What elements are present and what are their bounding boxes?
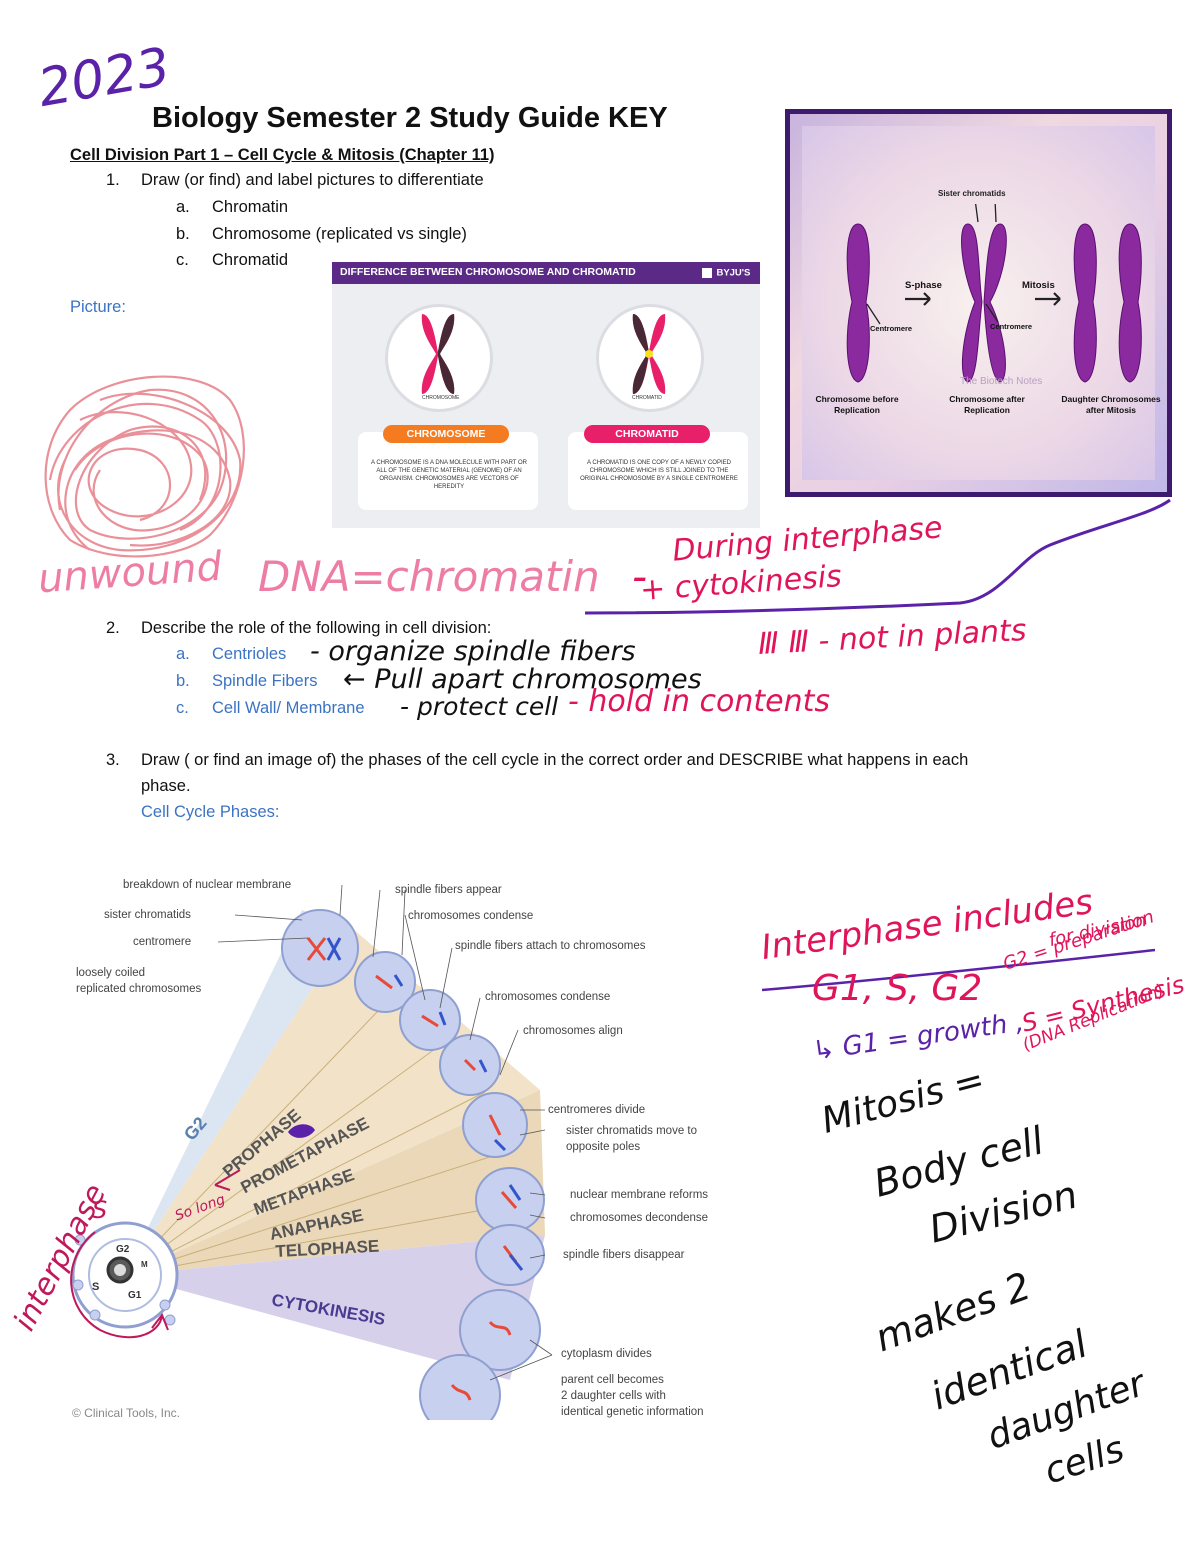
figure-banner-title: DIFFERENCE BETWEEN CHROMOSOME AND CHROMA…: [340, 266, 636, 278]
label-sister-chromatids: sister chromatids: [104, 909, 191, 921]
q1-text: Draw (or find) and label pictures to dif…: [141, 171, 484, 189]
hand-dash: -: [632, 552, 648, 601]
label-centromere: centromere: [133, 936, 192, 948]
q2-item-a: Centrioles: [212, 645, 287, 663]
q1-item-b-letter: b.: [176, 225, 190, 243]
label-cytoplasm-divides: cytoplasm divides: [561, 1348, 652, 1360]
picture-label: Picture:: [70, 298, 126, 316]
cycle-g2: G2: [116, 1244, 130, 1255]
label-centromeres-divide: centromeres divide: [548, 1104, 646, 1116]
section-heading: Cell Division Part 1 – Cell Cycle & Mito…: [70, 146, 495, 164]
q1-item-a: Chromatin: [212, 198, 289, 216]
q2-answer-a: - organize spindle fibers: [310, 636, 636, 667]
replication-figure: Sister chromatids S-phase Mitosis Centro…: [785, 109, 1172, 497]
chromosome-circle: [385, 304, 493, 412]
copyright: © Clinical Tools, Inc.: [72, 1406, 180, 1420]
cycle-s: S: [92, 1281, 100, 1293]
chromatid-icon: [632, 314, 666, 394]
figure-banner: DIFFERENCE BETWEEN CHROMOSOME AND CHROMA…: [332, 262, 760, 284]
q1-item-b: Chromosome (replicated vs single): [212, 225, 467, 243]
note-mitosis-eq: Mitosis =: [817, 1059, 989, 1142]
cycle-m: M: [141, 1260, 148, 1269]
note-g1sg2: G1, S, G2: [812, 968, 983, 1009]
label-chromosomes-condense-2: chromosomes condense: [485, 991, 611, 1003]
chromatin-scribble: [44, 375, 245, 558]
q2-item-c: Cell Wall/ Membrane: [212, 699, 365, 717]
q2-answer-c2: - hold in contents: [568, 684, 831, 719]
chromosome-pill: CHROMOSOME: [383, 425, 509, 443]
note-cells: cells: [1039, 1428, 1130, 1493]
caption-after: Chromosome after Replication: [949, 394, 1025, 415]
cycle-g1: G1: [128, 1290, 142, 1301]
label-two-daughter-cells: 2 daughter cells with: [561, 1390, 666, 1402]
q3-number: 3.: [106, 751, 120, 769]
label-chromosomes-decondense: chromosomes decondense: [570, 1212, 709, 1224]
replication-drawing: [846, 204, 1142, 383]
q2-text: Describe the role of the following in ce…: [141, 619, 492, 637]
q1-item-c: Chromatid: [212, 251, 289, 269]
chromosome-card: [358, 432, 538, 510]
cell-cycle-diagram: [70, 884, 553, 1420]
label-spindle-fibers-attach: spindle fibers attach to chromosomes: [455, 940, 646, 952]
chromosome-description: A CHROMOSOME IS A DNA MOLECULE WITH PART…: [370, 460, 528, 491]
q2-item-c-letter: c.: [176, 699, 189, 717]
chromatid-caption: CHROMATID: [632, 395, 662, 401]
chromosome-caption: CHROMOSOME: [422, 395, 460, 401]
purple-bracket-line: [584, 498, 1171, 615]
label-opposite-poles: opposite poles: [566, 1141, 641, 1153]
s-phase-label: S-phase: [905, 280, 942, 291]
q1-item-a-letter: a.: [176, 198, 190, 216]
chromosome-vs-chromatid-figure: DIFFERENCE BETWEEN CHROMOSOME AND CHROMA…: [332, 262, 760, 528]
q2-number: 2.: [106, 619, 120, 637]
watermark: The Biotech Notes: [960, 376, 1043, 387]
chromosome-icon: [421, 314, 455, 394]
label-chromosomes-condense-1: chromosomes condense: [408, 910, 534, 922]
label-spindle-fibers-disappear: spindle fibers disappear: [563, 1249, 685, 1261]
brand-icon: [702, 267, 712, 278]
chromatid-pill: CHROMATID: [584, 425, 710, 443]
label-parent-cell: parent cell becomes: [561, 1374, 664, 1386]
q2-item-b: Spindle Fibers: [212, 672, 318, 690]
q2-answer-b: ← Pull apart chromosomes: [343, 664, 702, 695]
brand-logo: BYJU'S: [702, 264, 750, 282]
q3-text: Draw ( or find an image of) the phases o…: [141, 751, 969, 769]
label-loosely-coiled: loosely coiled: [76, 967, 146, 979]
page-title: Biology Semester 2 Study Guide KEY: [152, 102, 668, 134]
label-replicated-chromosomes: replicated chromosomes: [76, 983, 202, 995]
hand-s: S: [92, 1196, 108, 1224]
label-spindle-fibers-appear: spindle fibers appear: [395, 884, 502, 896]
cell-cycle-label: Cell Cycle Phases:: [141, 803, 280, 821]
sister-chromatids-label: Sister chromatids: [938, 189, 1006, 198]
label-chromosomes-align: chromosomes align: [523, 1025, 623, 1037]
centromere-label-left: Centromere: [870, 324, 913, 333]
brand-name: BYJU'S: [716, 267, 751, 279]
q2-item-b-letter: b.: [176, 672, 190, 690]
q2-item-a-letter: a.: [176, 645, 190, 663]
q1-item-c-letter: c.: [176, 251, 189, 269]
caption-before: Chromosome before Replication: [815, 394, 899, 415]
q2-answer-c: - protect cell: [400, 692, 559, 721]
label-breakdown-membrane: breakdown of nuclear membrane: [123, 879, 292, 891]
q1-number: 1.: [106, 171, 120, 189]
label-sister-chromatids-move: sister chromatids move to: [566, 1125, 698, 1137]
caption-daughter: Daughter Chromosomes after Mitosis: [1061, 394, 1161, 415]
note-underline: [761, 948, 1156, 992]
hand-dna-chromatin: DNA=chromatin: [258, 552, 600, 601]
chromatid-description: A CHROMATID IS ONE COPY OF A NEWLY COPIE…: [580, 460, 738, 483]
label-identical-genetic: identical genetic information: [561, 1406, 704, 1418]
note-g1-eq: ↳ G1 = growth ,: [810, 1007, 1026, 1067]
chromatid-card: [568, 432, 748, 510]
centromere-label-right: Centromere: [990, 322, 1033, 331]
label-nuclear-membrane-reforms: nuclear membrane reforms: [570, 1189, 709, 1201]
q3-text-2: phase.: [141, 777, 191, 795]
mitosis-label: Mitosis: [1022, 280, 1055, 291]
